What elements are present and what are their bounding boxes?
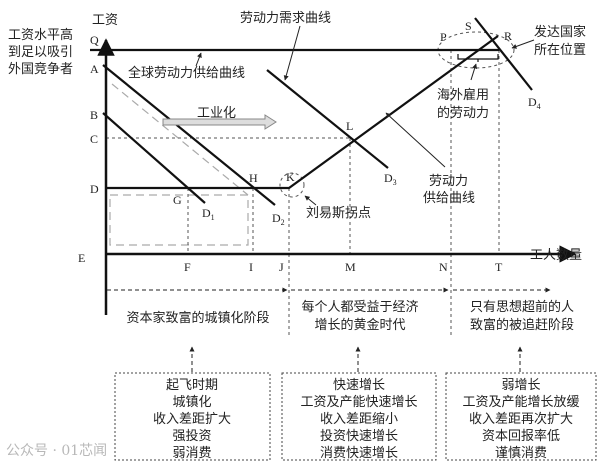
label-k: K xyxy=(286,170,295,184)
box-1 xyxy=(114,372,271,461)
label-f: F xyxy=(184,260,191,274)
box-2-line: 消费快速增长 xyxy=(320,446,398,461)
supply-label-2: 供给曲线 xyxy=(423,191,475,206)
left-note-3: 外国竞争者 xyxy=(8,61,73,77)
box-3-line: 谨慎消费 xyxy=(495,446,547,461)
stage-2-line-1: 每个人都受益于经济 xyxy=(301,299,418,315)
box-2-line: 工资及产能快速增长 xyxy=(300,395,417,410)
label-a: A xyxy=(90,62,99,76)
box-3-line: 收入差距再次扩大 xyxy=(469,411,573,427)
dashed-guides xyxy=(106,31,515,335)
gray-guides xyxy=(109,83,249,246)
stage-2-line-2: 增长的黄金时代 xyxy=(314,317,405,333)
pointer-demand xyxy=(283,25,301,81)
label-s: S xyxy=(465,19,472,33)
label-t: T xyxy=(495,260,503,274)
overseas-label-2: 的劳动力 xyxy=(437,105,489,121)
x-axis-label: 工人数量 xyxy=(530,248,582,263)
stage-3-line-2: 致富的被追赶阶段 xyxy=(470,317,574,333)
label-q: Q xyxy=(90,33,99,47)
box-1-line: 城镇化 xyxy=(172,395,211,410)
label-p: P xyxy=(440,30,447,44)
label-j: J xyxy=(279,260,284,274)
label-b: B xyxy=(90,108,98,122)
label-h: H xyxy=(249,171,258,185)
labor-supply-curve xyxy=(106,35,499,190)
label-d1: D1 xyxy=(202,206,215,222)
label-d2: D2 xyxy=(272,211,285,227)
pointer-overseas xyxy=(470,63,478,81)
watermark: 公众号 · 01芯闻 xyxy=(6,443,107,459)
label-l: L xyxy=(346,119,353,133)
pointer-lewis xyxy=(304,195,317,206)
label-m: M xyxy=(345,260,356,274)
left-note-1: 工资水平高 xyxy=(8,27,73,43)
box-2-line: 快速增长 xyxy=(333,378,385,393)
demand-curve-d1 xyxy=(102,112,206,204)
box-3-line: 弱增长 xyxy=(501,378,540,393)
demand-curve-label: 劳动力需求曲线 xyxy=(240,10,331,26)
pointer-global-supply xyxy=(195,52,202,67)
box-1-line: 起飞时期 xyxy=(166,378,218,393)
pointer-supply xyxy=(385,112,446,168)
box-3 xyxy=(445,372,597,461)
label-n: N xyxy=(439,260,448,274)
stage-1-line-1: 资本家致富的城镇化阶段 xyxy=(126,310,269,326)
box-3-line: 工资及产能增长放缓 xyxy=(462,395,579,410)
box-3-line: 资本回报率低 xyxy=(482,428,560,444)
overseas-label-1: 海外雇用 xyxy=(437,87,489,103)
label-d: D xyxy=(90,182,99,196)
left-note-2: 到足以吸引 xyxy=(8,45,73,60)
label-g: G xyxy=(173,193,182,207)
label-d3: D3 xyxy=(384,171,397,187)
demand-curve-d4 xyxy=(474,17,533,91)
box-2-line: 投资快速增长 xyxy=(320,428,398,444)
box-1-line: 收入差距扩大 xyxy=(153,412,231,427)
box-1-line: 强投资 xyxy=(172,428,211,444)
global-supply-label: 全球劳动力供给曲线 xyxy=(128,65,245,81)
label-e: E xyxy=(78,251,85,265)
demand-curve-d3 xyxy=(266,69,389,169)
lewis-point-label: 刘易斯拐点 xyxy=(306,206,371,221)
label-r: R xyxy=(504,29,512,43)
label-d4: D4 xyxy=(528,95,541,111)
industrialization-arrow xyxy=(162,114,277,130)
box-2-line: 收入差距缩小 xyxy=(320,411,398,427)
developed-label-1: 发达国家 xyxy=(534,24,586,40)
stage-3-line-1: 只有思想超前的人 xyxy=(470,299,574,315)
developed-label-2: 所在位置 xyxy=(534,43,586,58)
industrialization-label: 工业化 xyxy=(197,106,236,121)
box-1-line: 弱消费 xyxy=(172,446,211,461)
box-2 xyxy=(281,372,437,461)
y-axis-label: 工资 xyxy=(92,13,118,28)
label-c: C xyxy=(90,132,98,146)
pointer-developed xyxy=(511,39,535,49)
label-i: I xyxy=(249,260,253,274)
demand-curve-d2 xyxy=(102,64,276,206)
overseas-bracket xyxy=(457,54,499,62)
supply-label-1: 劳动力 xyxy=(429,173,468,189)
